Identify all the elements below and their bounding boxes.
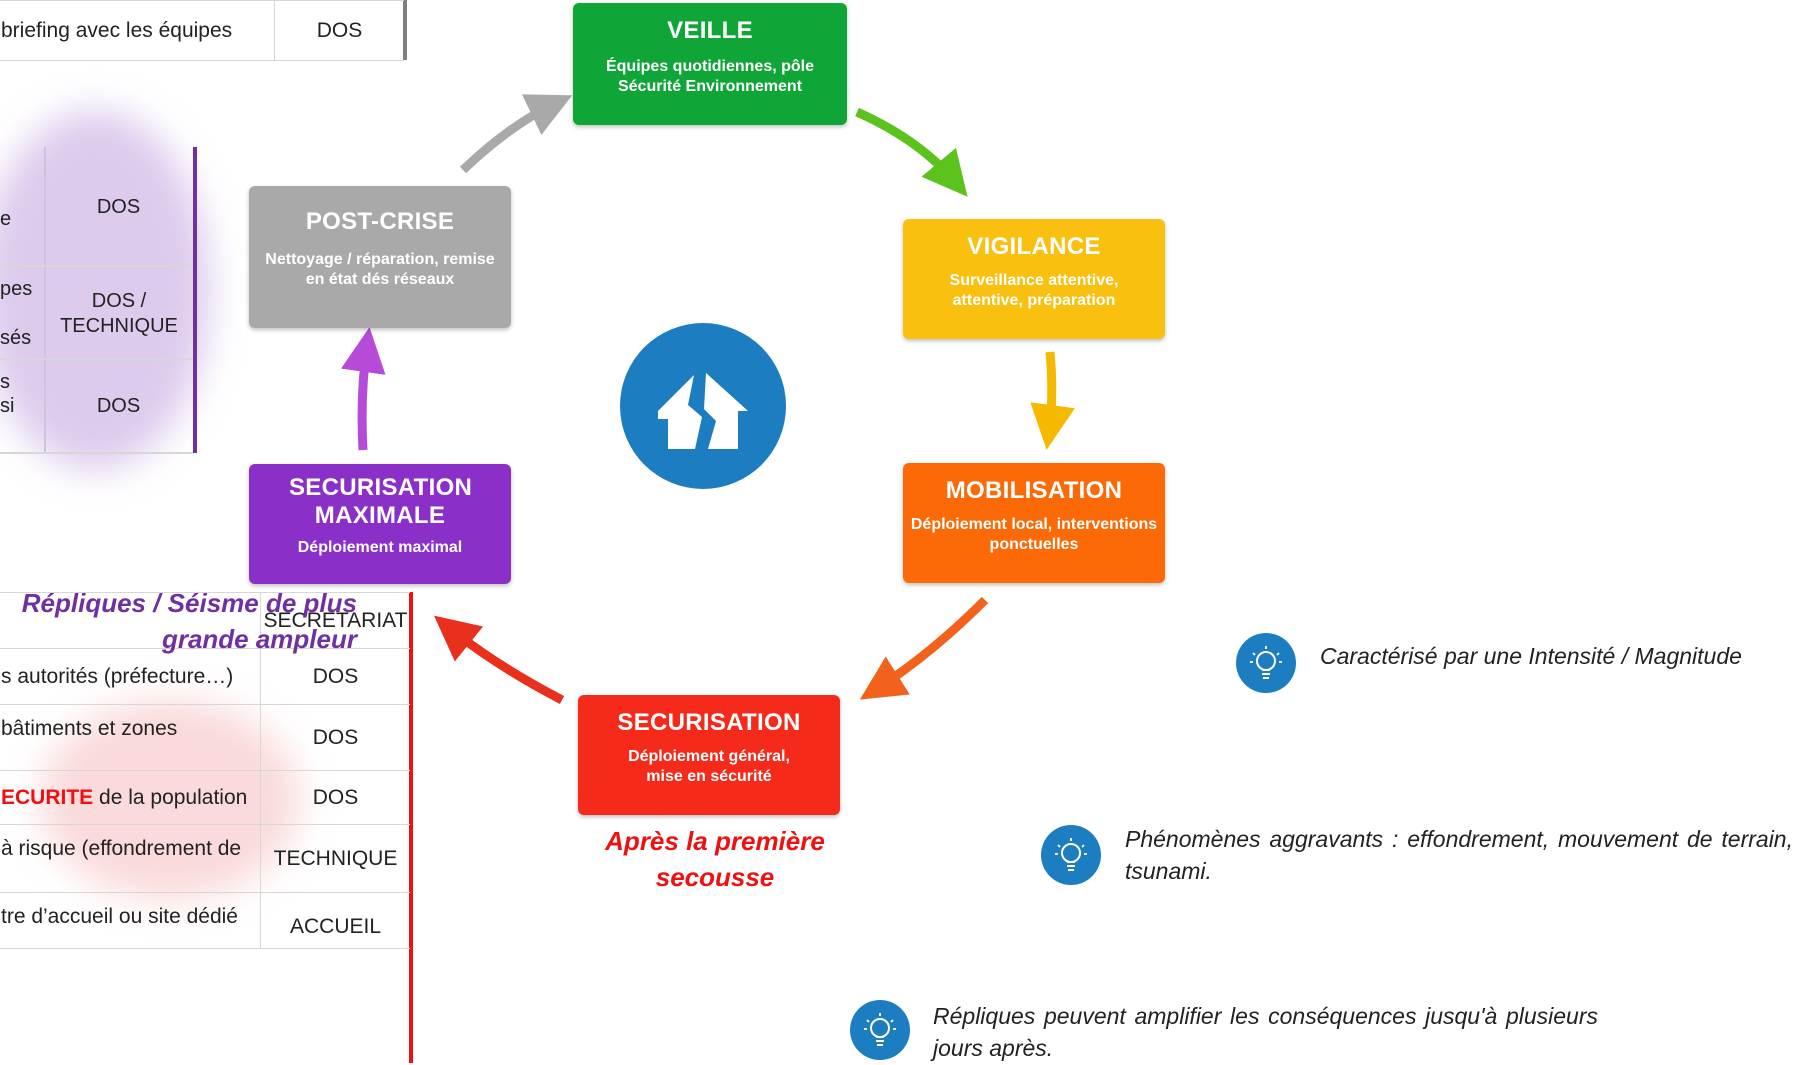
purple-table-border bbox=[193, 147, 197, 453]
box-title: POST-CRISE bbox=[305, 208, 455, 235]
caption-repliques: Répliques / Séisme de plus grande ampleu… bbox=[21, 588, 357, 654]
box-post-crise: POST-CRISE Nettoyage / réparation, remis… bbox=[249, 186, 511, 328]
table-row: ECURITE de la population DOS bbox=[0, 770, 410, 825]
role-cell: DOS bbox=[260, 648, 410, 705]
top-table-right-border bbox=[403, 0, 407, 60]
task-cell: bâtiments et zones bbox=[0, 704, 261, 771]
arrow-mobilisation-to-securisation bbox=[859, 596, 989, 700]
table-row: SECRETARIAT bbox=[0, 592, 410, 649]
task-cell: s autorités (préfecture…) bbox=[0, 648, 261, 705]
table-row: bâtiments et zones DOS bbox=[0, 704, 410, 771]
box-vigilance: VIGILANCE Surveillance attentive, attent… bbox=[903, 219, 1165, 339]
arrow-postcrise-to-veille bbox=[459, 94, 573, 174]
task-cell: pes bbox=[0, 278, 33, 300]
lightbulb-icon bbox=[850, 1000, 910, 1060]
role-cell: DOS bbox=[96, 395, 141, 417]
red-table-border bbox=[409, 592, 413, 1063]
caption-premiere-secousse: Après la première secousse bbox=[605, 826, 825, 892]
task-cell bbox=[0, 592, 261, 649]
table-row: briefing avec les équipes DOS bbox=[0, 0, 404, 61]
task-cell: ECURITE de la population bbox=[0, 770, 261, 825]
task-rest: de la population bbox=[93, 785, 248, 809]
lightbulb-icon bbox=[1236, 633, 1296, 693]
box-securisation-maximale: SECURISATION MAXIMALE Déploiement maxima… bbox=[249, 464, 511, 584]
table-row: à risque (effondrement de TECHNIQUE bbox=[0, 824, 410, 893]
box-desc: Déploiement maximal bbox=[297, 539, 463, 556]
table-row: tre d’accueil ou site dédié ACCUEIL bbox=[0, 892, 410, 949]
task-cell: briefing avec les équipes bbox=[0, 0, 275, 61]
role-cell: DOS bbox=[260, 704, 410, 771]
role-cell: ACCUEIL bbox=[260, 892, 410, 949]
top-table: briefing avec les équipes DOS bbox=[0, 0, 404, 61]
role-cell: TECHNIQUE bbox=[260, 824, 410, 893]
box-securisation: SECURISATION Déploiement général, mise e… bbox=[578, 695, 840, 815]
tip-text: Phénomènes aggravants : effondrement, mo… bbox=[1125, 826, 1793, 884]
purple-table-col-divider bbox=[44, 147, 46, 453]
box-title: SECURISATION bbox=[617, 709, 801, 736]
box-desc: Déploiement local, interventions ponctue… bbox=[910, 516, 1158, 553]
box-desc: Équipes quotidiennes, pôle Sécurité Envi… bbox=[605, 58, 814, 95]
purple-table-row-line bbox=[0, 452, 193, 454]
role-cell: DOS / TECHNIQUE bbox=[60, 290, 178, 337]
box-title: VEILLE bbox=[667, 17, 753, 44]
box-title: SECURISATION MAXIMALE bbox=[289, 474, 473, 529]
box-desc: Surveillance attentive, attentive, prépa… bbox=[949, 272, 1119, 309]
box-desc: Déploiement général, mise en sécurité bbox=[628, 748, 790, 785]
arrow-max-to-postcrise bbox=[340, 327, 386, 451]
role-cell: DOS bbox=[96, 196, 141, 218]
purple-watercolor-wash bbox=[0, 110, 210, 470]
arrow-vigilance-to-mobilisation bbox=[1030, 351, 1075, 450]
lightbulb-icon bbox=[1041, 825, 1101, 885]
task-cell: si bbox=[0, 395, 15, 417]
securite-highlight: ECURITE bbox=[1, 785, 94, 809]
box-veille: VEILLE Équipes quotidiennes, pôle Sécuri… bbox=[573, 3, 847, 125]
box-title: VIGILANCE bbox=[967, 233, 1101, 260]
purple-table-row-line bbox=[0, 265, 193, 267]
task-cell: s bbox=[0, 371, 10, 393]
red-table: SECRETARIAT s autorités (préfecture…) DO… bbox=[0, 592, 410, 949]
arrow-securisation-to-max bbox=[434, 615, 565, 704]
arrow-veille-to-vigilance bbox=[855, 107, 968, 197]
purple-table-row-line bbox=[0, 358, 193, 360]
box-title: MOBILISATION bbox=[945, 477, 1123, 504]
role-cell: SECRETARIAT bbox=[260, 592, 410, 649]
task-cell: sés bbox=[0, 327, 32, 349]
box-desc: Nettoyage / réparation, remise en état d… bbox=[265, 251, 495, 288]
table-row: s autorités (préfecture…) DOS bbox=[0, 648, 410, 705]
task-cell: e bbox=[0, 208, 12, 230]
earthquake-house-icon bbox=[620, 323, 786, 489]
task-cell: à risque (effondrement de bbox=[0, 824, 261, 893]
task-cell: tre d’accueil ou site dédié bbox=[0, 892, 261, 949]
role-cell: DOS bbox=[260, 770, 410, 825]
tip-text: Répliques peuvent amplifier les conséque… bbox=[933, 1003, 1598, 1061]
box-mobilisation: MOBILISATION Déploiement local, interven… bbox=[903, 463, 1165, 583]
role-cell: DOS bbox=[274, 0, 404, 61]
tip-text: Caractérisé par une Intensité / Magnitud… bbox=[1320, 643, 1742, 669]
